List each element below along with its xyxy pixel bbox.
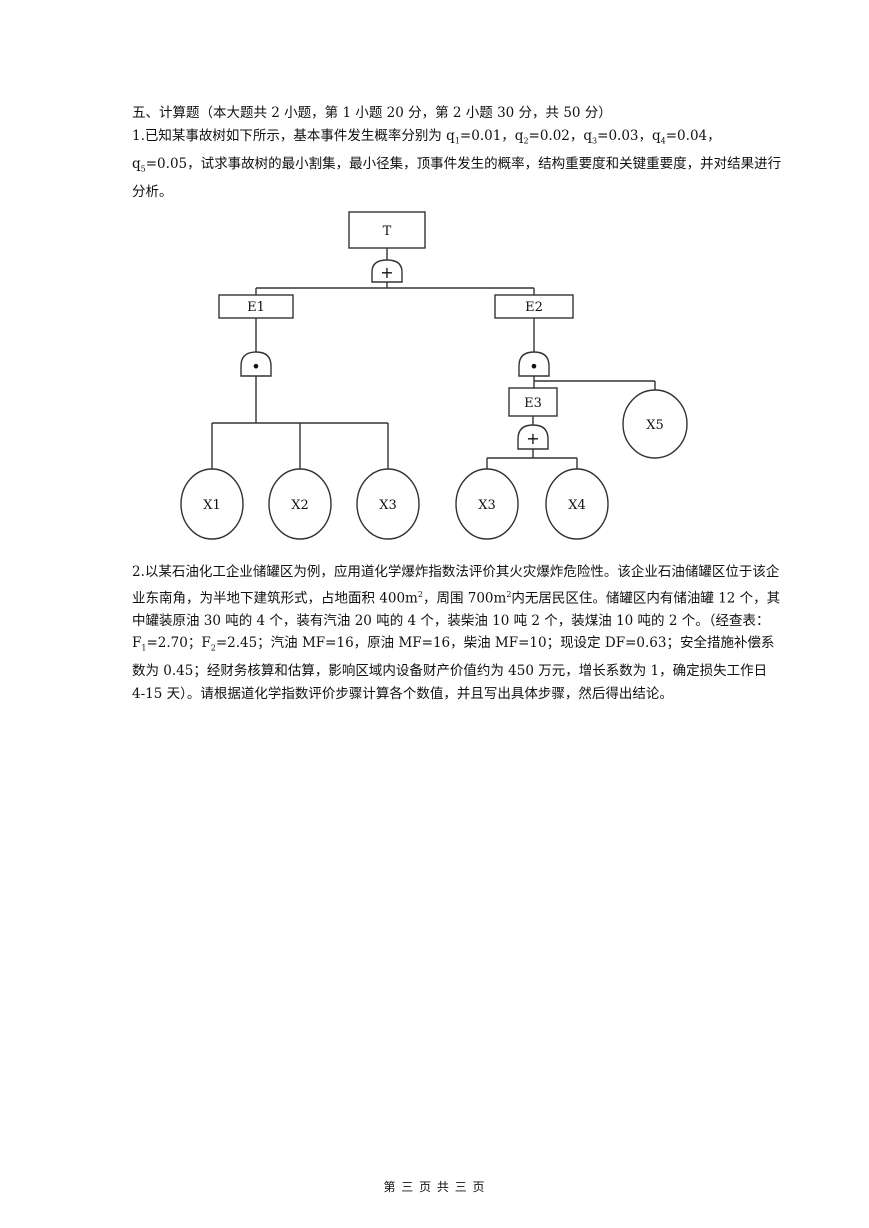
event-e3-label: E3 bbox=[524, 396, 542, 411]
event-e2-label: E2 bbox=[525, 300, 543, 315]
and-gate-e2-symbol: • bbox=[529, 357, 538, 376]
basic-event-x1-label: X1 bbox=[203, 498, 221, 513]
basic-event-x4 bbox=[545, 468, 609, 540]
basic-event-x5 bbox=[622, 389, 688, 459]
basic-event-x2-label: X2 bbox=[291, 498, 309, 513]
basic-event-x3-left bbox=[356, 468, 420, 540]
or-gate-top-symbol: + bbox=[380, 263, 393, 282]
question-2: 2.以某石油化工企业储罐区为例，应用道化学爆炸指数法评价其火灾爆炸危险性。该企业… bbox=[132, 564, 781, 702]
question-1: 1.已知某事故树如下所示，基本事件发生概率分别为 q1=0.01，q2=0.02… bbox=[132, 128, 782, 201]
basic-event-x4-label: X4 bbox=[568, 498, 586, 513]
page-footer: 第 三 页 共 三 页 bbox=[383, 1180, 486, 1194]
top-event-box bbox=[348, 211, 426, 249]
and-gate-e1 bbox=[240, 351, 272, 377]
top-event-label: T bbox=[383, 224, 392, 239]
section-heading: 五、计算题（本大题共 2 小题，第 1 小题 20 分，第 2 小题 30 分，… bbox=[132, 105, 612, 121]
event-e3-box bbox=[508, 387, 558, 417]
basic-event-x1 bbox=[180, 468, 244, 540]
or-gate-e3 bbox=[517, 424, 549, 450]
basic-event-x3-right-label: X3 bbox=[478, 498, 496, 513]
basic-event-x2 bbox=[268, 468, 332, 540]
basic-event-x5-label: X5 bbox=[646, 418, 664, 433]
and-gate-e2 bbox=[518, 351, 550, 377]
basic-event-x3-right bbox=[455, 468, 519, 540]
event-e1-label: E1 bbox=[247, 300, 265, 315]
and-gate-e1-symbol: • bbox=[251, 357, 260, 376]
or-gate-top bbox=[371, 259, 403, 283]
or-gate-e3-symbol: + bbox=[526, 429, 539, 448]
basic-event-x3-left-label: X3 bbox=[379, 498, 397, 513]
